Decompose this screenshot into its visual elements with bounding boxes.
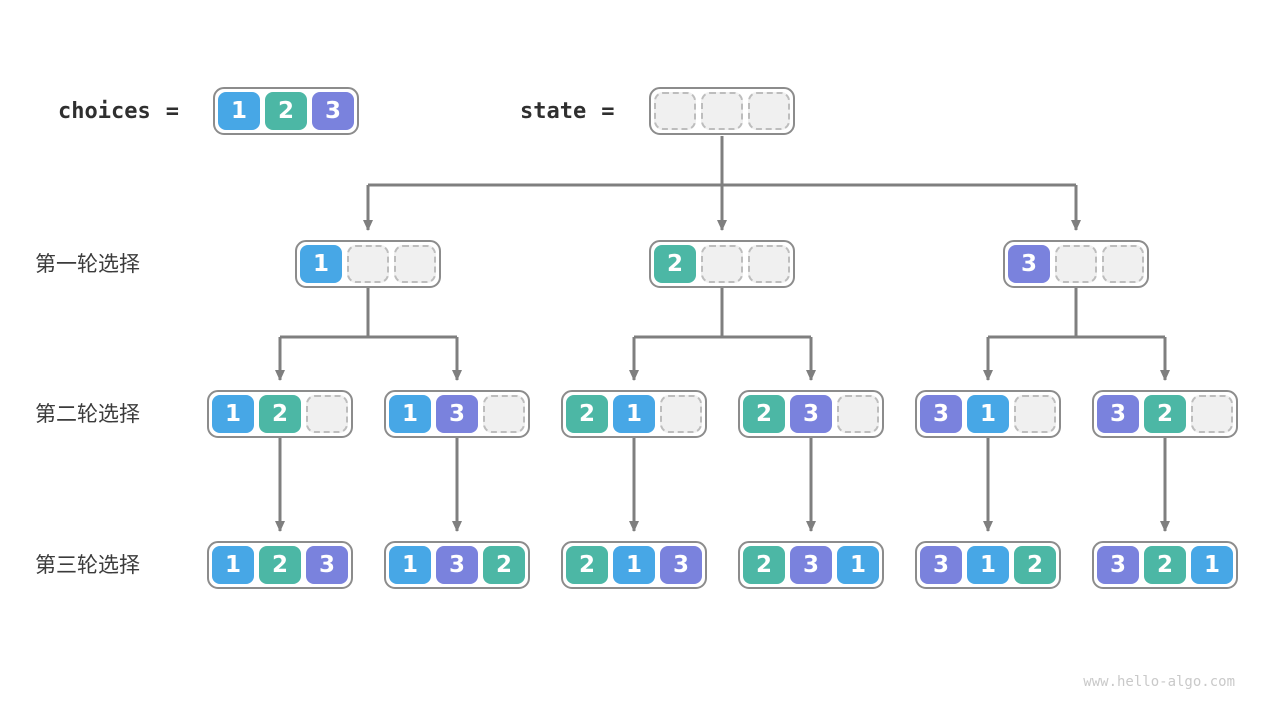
state-cell: 3: [1097, 546, 1139, 584]
state-cell: 3: [1008, 245, 1050, 283]
state-cell: [701, 92, 743, 130]
state-cell: 3: [436, 395, 478, 433]
connector-l1b1-trunk: [280, 288, 457, 339]
state-cell: 3: [790, 395, 832, 433]
state-cell: [660, 395, 702, 433]
state-cell: [654, 92, 696, 130]
state-cell: 3: [920, 546, 962, 584]
choices-label: choices =: [58, 87, 179, 135]
state-cell: 1: [212, 546, 254, 584]
state-label: state =: [520, 87, 614, 135]
state-cell: 1: [613, 395, 655, 433]
round1-label: 第一轮选择: [35, 253, 140, 276]
choices-cell: 2: [265, 92, 307, 130]
state-box-level3: 2 3 1: [738, 541, 884, 589]
state-cell: [1102, 245, 1144, 283]
state-box-level2: 3 2: [1092, 390, 1238, 438]
state-cell: 1: [967, 546, 1009, 584]
state-cell: 2: [1014, 546, 1056, 584]
choices-cell: 3: [312, 92, 354, 130]
state-label-text: state: [520, 98, 587, 124]
state-cell: 2: [259, 395, 301, 433]
connector-l1b3-trunk: [988, 288, 1165, 339]
state-cell: 1: [300, 245, 342, 283]
state-cell: 2: [654, 245, 696, 283]
state-cell: 3: [790, 546, 832, 584]
state-box-level2: 3 1: [915, 390, 1061, 438]
state-cell: 3: [306, 546, 348, 584]
state-cell: [1055, 245, 1097, 283]
state-cell: [748, 92, 790, 130]
state-cell: 2: [566, 395, 608, 433]
state-box-level3: 3 1 2: [915, 541, 1061, 589]
choices-box: 1 2 3: [213, 87, 359, 135]
state-cell: 2: [259, 546, 301, 584]
state-box-level2: 2 3: [738, 390, 884, 438]
site-watermark: www.hello-algo.com: [1083, 674, 1235, 690]
choices-label-text: choices: [58, 98, 151, 124]
state-cell: [748, 245, 790, 283]
state-box-level3: 3 2 1: [1092, 541, 1238, 589]
state-cell: 3: [1097, 395, 1139, 433]
connector-l1b2-trunk: [634, 288, 811, 339]
state-box-level3: 2 1 3: [561, 541, 707, 589]
state-box-level1: 2: [649, 240, 795, 288]
state-cell: 1: [389, 395, 431, 433]
state-cell: [483, 395, 525, 433]
connector-state-trunk: [368, 136, 1076, 187]
state-cell: [1014, 395, 1056, 433]
state-cell: 2: [1144, 395, 1186, 433]
state-cell: 2: [1144, 546, 1186, 584]
round2-label: 第二轮选择: [35, 403, 140, 426]
state-box-level3: 1 3 2: [384, 541, 530, 589]
state-cell: 1: [967, 395, 1009, 433]
state-equals-sign: =: [601, 98, 615, 124]
state-cell: 1: [613, 546, 655, 584]
state-box-level1: 3: [1003, 240, 1149, 288]
round3-label: 第三轮选择: [35, 554, 140, 577]
state-cell: [306, 395, 348, 433]
state-cell: 1: [1191, 546, 1233, 584]
state-box-root: [649, 87, 795, 135]
state-box-level3: 1 2 3: [207, 541, 353, 589]
state-cell: [701, 245, 743, 283]
state-cell: 2: [743, 546, 785, 584]
state-cell: 2: [743, 395, 785, 433]
state-cell: [837, 395, 879, 433]
state-box-level2: 1 2: [207, 390, 353, 438]
state-cell: [1191, 395, 1233, 433]
state-cell: 1: [389, 546, 431, 584]
state-cell: [347, 245, 389, 283]
choices-equals-sign: =: [165, 98, 179, 124]
state-box-level2: 1 3: [384, 390, 530, 438]
state-cell: 2: [483, 546, 525, 584]
state-cell: 1: [837, 546, 879, 584]
state-box-level2: 2 1: [561, 390, 707, 438]
state-cell: 1: [212, 395, 254, 433]
choices-cell: 1: [218, 92, 260, 130]
state-cell: 3: [660, 546, 702, 584]
state-cell: 3: [436, 546, 478, 584]
state-box-level1: 1: [295, 240, 441, 288]
state-cell: [394, 245, 436, 283]
state-cell: 2: [566, 546, 608, 584]
state-cell: 3: [920, 395, 962, 433]
